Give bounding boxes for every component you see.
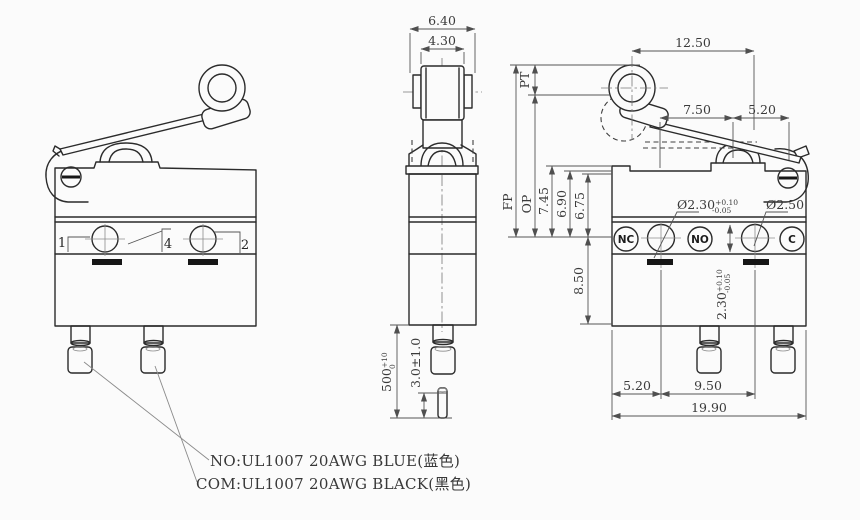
wire-conductor [437,387,448,419]
lever-hinge [45,149,89,203]
label-nc: NC [618,234,635,246]
wire-tab-end [773,339,794,347]
roller-flange [463,74,473,109]
lever-stem [422,119,463,149]
wire-tab-end [70,339,91,347]
switch-body-front [408,173,477,326]
wire-end-cap [701,346,717,352]
dim-745: 7.45 [536,187,551,215]
terminal-slot [647,259,673,265]
dim-slot-height: 2.30+0.10-0.05 [714,269,732,320]
terminal-2-bracket [214,231,241,253]
c-circle [779,226,805,252]
dim-roller-width: 4.30 [428,33,456,48]
dim-lever-length: 12.50 [675,35,711,50]
terminal-slot [743,259,769,265]
terminal-number-2: 2 [241,238,249,253]
body-cap [405,165,479,175]
bracket-left [408,144,424,167]
leader-hole-right [753,211,788,247]
dim-hole-to-plunger: 7.50 [683,102,711,117]
dim-roller-bracket-width: 6.40 [428,13,456,28]
lever-arm [59,113,207,156]
nc-circle [613,226,639,252]
wire-tab [699,325,720,344]
dim-fp: FP [500,193,515,210]
wire-end-cap [145,346,161,352]
switch-body-left [54,161,257,327]
lever-hook [52,145,61,157]
switch-body-right [611,162,807,327]
note-no-wire: NO:UL1007 20AWG BLUE(蓝色) [210,452,460,470]
contact-arm-line [127,230,163,245]
wire-tab-end [432,338,454,346]
roller-outer [198,64,246,112]
leader-hole-left [653,211,699,259]
leader-no-wire [83,361,210,461]
dim-850: 8.50 [571,267,586,295]
wire-tab-end [143,339,164,347]
wire-end-cap [775,346,791,352]
terminal-number-1: 1 [58,236,66,251]
view-front: 6.40 4.30 500 [379,13,482,419]
hinge-screw [60,166,82,188]
plunger-dome-outer [420,142,464,167]
plunger-dome-inner [427,150,457,167]
dim-plunger-to-pivot: 5.20 [748,102,776,117]
dim-pt: PT [517,71,532,88]
leader-com-wire [154,365,198,483]
terminal-number-4: 4 [164,237,172,252]
dim-690: 6.90 [554,190,569,218]
wire-notes: NO:UL1007 20AWG BLUE(蓝色) COM:UL1007 20AW… [196,452,471,493]
bracket-right [460,144,477,167]
wire-end-cap [434,346,452,352]
dim-edge-to-hole: 5.20 [623,378,651,393]
dim-body-width: 19.90 [691,400,727,415]
label-no: NO [691,234,709,246]
plunger-dome-inner [722,149,754,164]
conductor-cap [437,387,448,393]
wire-tab-end [699,339,720,347]
wire-tab [432,324,454,343]
terminal-slot [92,259,122,265]
dim-op: OP [519,195,534,214]
terminal-slot [188,259,218,265]
label-c: C [788,234,796,246]
no-circle [687,226,713,252]
dim-hole-right-dia: Ø2.50 [766,197,804,212]
terminal-1-bracket [67,236,90,252]
wire-tab [773,325,794,344]
roller-inner [207,73,237,103]
plunger-dome-inner [108,148,144,163]
wire-end-cap [72,346,88,352]
dim-hole-spacing: 9.50 [694,378,722,393]
dim-wire-length: 500+100 [379,352,397,392]
hinge-screw [777,167,799,189]
dim-675: 6.75 [572,192,587,220]
plunger-dome-outer [99,142,153,163]
dim-hole-left-dia: Ø2.30+0.10-0.05 [677,197,738,215]
note-com-wire: COM:UL1007 20AWG BLACK(黑色) [196,475,471,493]
dim-strip-length: 3.0±1.0 [408,338,423,388]
view-left-side: 1 4 2 [45,64,257,483]
roller-front [420,65,465,121]
wire-tab [70,325,91,344]
roller-flange [412,74,422,109]
view-right-side: NC NO C Ø2.30+0.10-0.05 Ø2.50 2.30+0.10-… [500,35,810,420]
wire-tab [143,325,164,344]
terminal-4-bracket [161,228,171,252]
lever-hinge [763,148,809,203]
